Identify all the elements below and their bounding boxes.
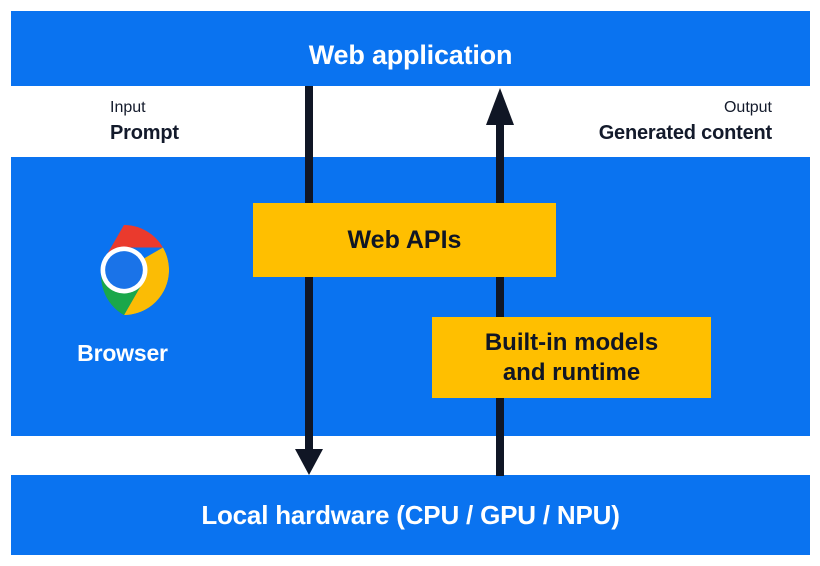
- web-apis-label: Web APIs: [347, 225, 462, 254]
- band-web-application: Web application: [11, 11, 810, 86]
- output-annotation: Output Generated content: [598, 97, 773, 147]
- built-in-models-box[interactable]: Built-in models and runtime: [432, 317, 711, 398]
- built-in-models-line-2: and runtime: [502, 358, 641, 386]
- up-arrow-output: [486, 88, 514, 476]
- band-local-hardware: Local hardware (CPU / GPU / NPU): [11, 475, 810, 555]
- input-kicker: Input: [110, 99, 146, 116]
- browser-label: Browser: [77, 340, 168, 366]
- input-annotation: Input Prompt: [110, 97, 179, 147]
- output-value: Generated content: [598, 121, 773, 144]
- built-in-models-line-1: Built-in models: [484, 329, 659, 357]
- input-value: Prompt: [110, 121, 179, 144]
- chrome-logo: [100, 224, 170, 316]
- built-in-models-label: Built-in models and runtime: [485, 328, 658, 387]
- web-application-label: Web application: [308, 40, 513, 70]
- web-apis-box[interactable]: Web APIs: [253, 203, 556, 277]
- output-kicker: Output: [723, 99, 772, 116]
- local-hardware-label: Local hardware (CPU / GPU / NPU): [201, 500, 620, 530]
- down-arrow-input: [295, 86, 323, 475]
